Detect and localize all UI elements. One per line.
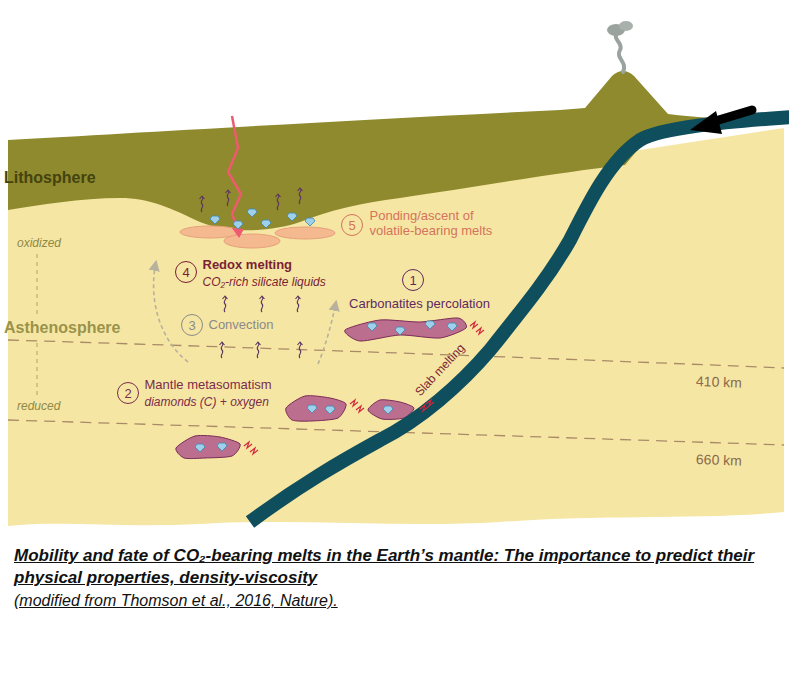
carbonatite-melt [345, 318, 467, 341]
co2-bubble [256, 342, 261, 358]
co2-bubble [226, 190, 231, 206]
callout-number: 1 [409, 274, 416, 287]
volcanic-plume [619, 21, 633, 31]
redox-state-label: oxidized [17, 236, 61, 250]
region-label: Lithosphere [4, 168, 96, 187]
callout-number: 2 [124, 387, 131, 400]
co2-bubble [223, 296, 228, 312]
diamond-icon [325, 406, 335, 414]
diamond-icon [261, 220, 271, 228]
diamond-icon [233, 221, 243, 229]
slab-melting-mark [426, 400, 434, 406]
diamond-icon [383, 406, 393, 414]
callout-heading: Ponding/ascent of volatile-bearing melts [370, 208, 520, 239]
depth-label: 660 km [696, 451, 742, 469]
subducting-slab [250, 117, 789, 522]
diamond-icon [425, 321, 435, 329]
diamond-icon [307, 405, 317, 413]
convection-arrow [318, 302, 336, 364]
redox-state-label: reduced [17, 399, 60, 413]
diamond-icon [287, 213, 297, 221]
co2-bubble [260, 296, 265, 312]
callout-number: 4 [182, 266, 189, 279]
diamond-icon [210, 216, 220, 224]
carbonatite-melt [286, 396, 346, 422]
callout-circle: 1Carbonatites percolation [402, 269, 424, 291]
callout-heading: Carbonatites percolation [349, 296, 490, 312]
callout-number: 5 [348, 219, 355, 232]
slab-melting-mark [244, 442, 252, 448]
diamond-icon [217, 443, 227, 451]
caption-source: (modified from Thomson et al., 2016, Nat… [14, 591, 338, 610]
callout-heading: Mantle metasomatism [145, 377, 272, 393]
slab-melting-mark [356, 406, 364, 412]
diamond-icon [367, 323, 377, 331]
plate-motion-arrow [690, 111, 722, 134]
slab-melting-mark [420, 405, 428, 411]
callout-heading: Convection [209, 317, 274, 333]
slab-melting-mark [350, 400, 358, 406]
slab-melting-mark [250, 448, 258, 454]
callout-circle: 3Convection [181, 314, 203, 336]
diamond-icon [305, 218, 315, 226]
redox-gradient [36, 343, 37, 396]
diamond-icon [195, 444, 205, 452]
lithosphere [8, 71, 784, 230]
slab-melting-mark [470, 322, 478, 328]
callout-heading: Redox melting [203, 257, 293, 273]
co2-bubble [276, 194, 281, 210]
co2-bubble [298, 342, 303, 358]
co2-bubble [220, 342, 225, 358]
region-label: Asthenosphere [4, 318, 120, 337]
melt-pond [275, 227, 335, 239]
callout-circle: 2Mantle metasomatismdiamonds (C) + oxyge… [117, 382, 139, 404]
callout-subheading: CO₂-rich silicate liquids [203, 275, 326, 289]
callout-circle: 5Ponding/ascent of volatile-bearing melt… [341, 214, 363, 236]
redox-gradient [36, 254, 37, 314]
callout-circle: 4Redox meltingCO₂-rich silicate liquids [175, 261, 197, 283]
melt-pond [224, 234, 280, 248]
depth-label: 410 km [696, 373, 742, 391]
diamond-icon [247, 209, 257, 217]
depth-line [8, 340, 784, 368]
callout-subheading: diamonds (C) + oxygen [145, 395, 269, 409]
diamond-icon [395, 327, 405, 335]
volcanic-plume [616, 32, 624, 72]
co2-bubble [296, 296, 301, 312]
co2-bubble [200, 196, 205, 212]
slab-melting-mark [476, 328, 484, 334]
melt-ascent [228, 116, 241, 230]
figure-caption: Mobility and fate of CO₂-bearing melts i… [14, 545, 779, 589]
diamond-icon [447, 323, 457, 331]
carbonatite-melt [176, 435, 240, 458]
co2-bubble [298, 188, 303, 204]
callout-number: 3 [188, 319, 195, 332]
